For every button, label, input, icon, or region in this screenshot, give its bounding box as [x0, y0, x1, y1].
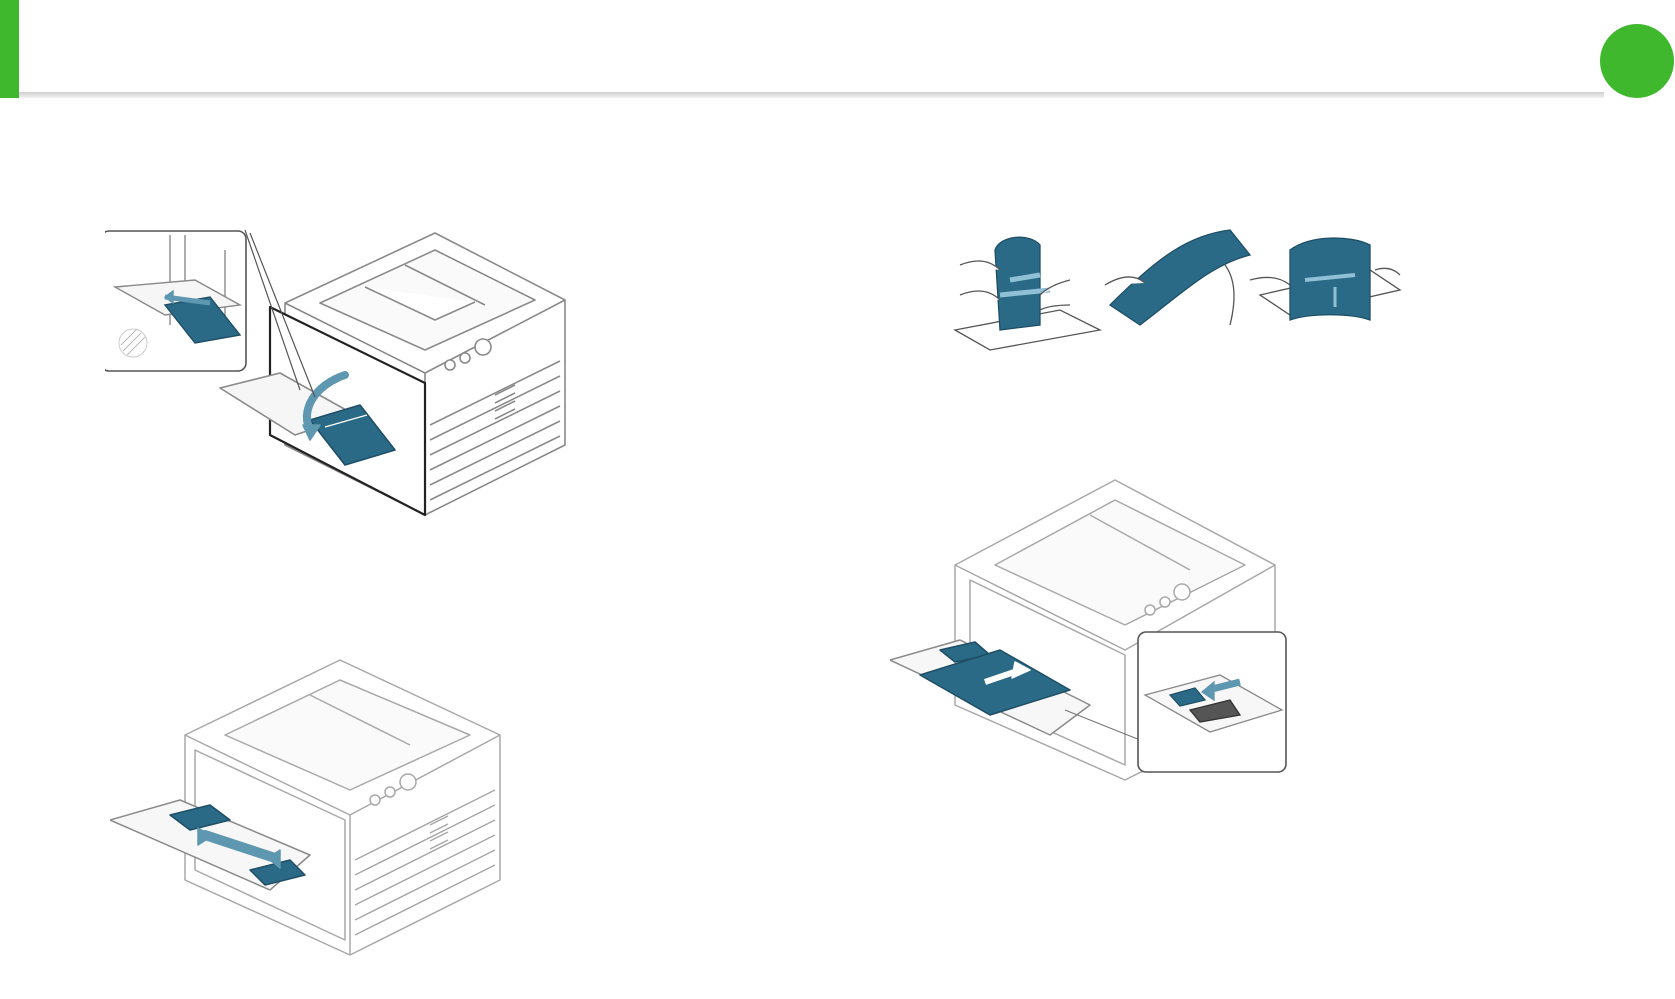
flex-paper-illustration — [930, 225, 1440, 375]
header-divider — [19, 92, 1604, 98]
open-manual-tray-illustration — [105, 225, 615, 525]
chapter-indicator-dot — [1600, 24, 1674, 98]
load-paper-illustration — [890, 470, 1290, 790]
printer-adjust-guide-icon — [110, 640, 530, 980]
tray-inset-detail — [105, 231, 246, 371]
header-accent-strip — [0, 0, 19, 98]
paper-guide-inset — [1138, 632, 1286, 772]
printer-open-tray-icon — [105, 225, 615, 525]
flex-paper-stack-icon — [930, 225, 1440, 375]
printer-load-paper-icon — [890, 470, 1290, 790]
page-header — [0, 0, 1675, 100]
adjust-paper-guide-illustration — [110, 640, 530, 980]
